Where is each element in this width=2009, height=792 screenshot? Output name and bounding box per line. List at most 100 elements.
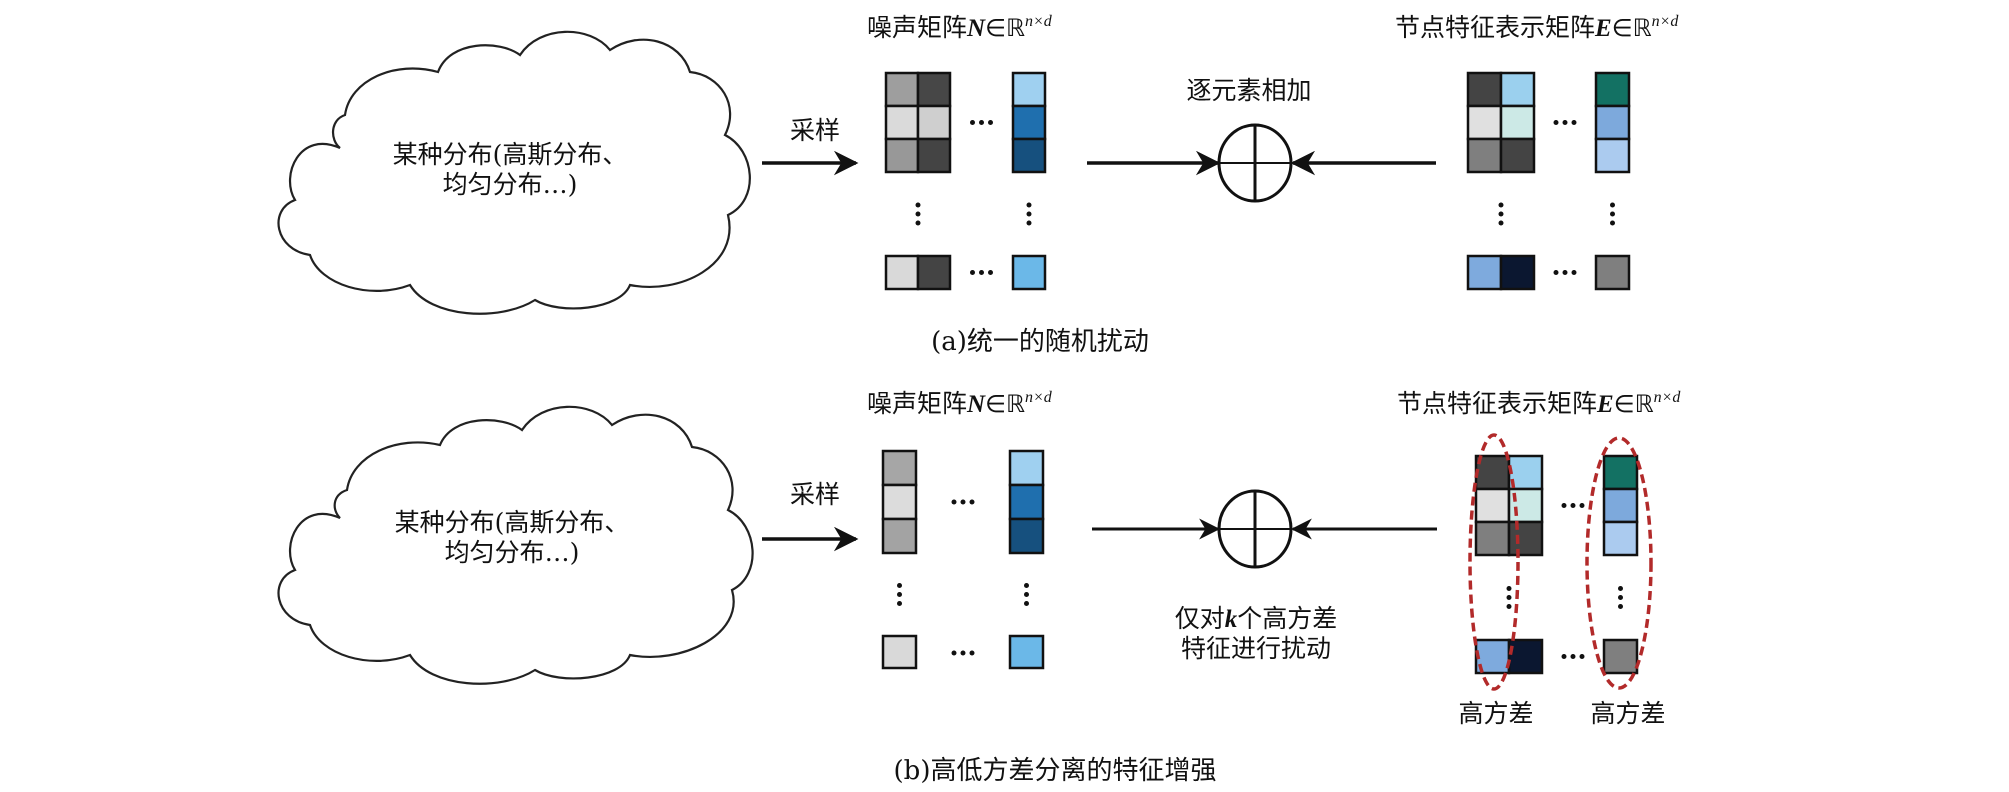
matrix-cell	[1594, 104, 1631, 141]
element-of-symbol: ∈	[985, 390, 1006, 418]
matrix-cell	[916, 137, 952, 174]
elementwise-add-icon-a	[1217, 123, 1293, 203]
noise-title-prefix: 噪声矩阵	[867, 13, 968, 42]
element-of-symbol: ∈	[1613, 390, 1635, 418]
feature-matrix-b	[1474, 454, 1639, 675]
matrix-cell	[1466, 137, 1503, 174]
matrix-cell	[1594, 71, 1631, 108]
selective-perturb-label: 仅对k个高方差 特征进行扰动	[1175, 604, 1338, 663]
element-of-symbol: ∈	[985, 14, 1006, 42]
noise-title-prefix: 噪声矩阵	[867, 389, 968, 418]
noise-symbol: N	[967, 15, 986, 42]
real-set-symbol: ℝ	[1005, 14, 1025, 42]
dimension-superscript: n×d	[1651, 13, 1679, 30]
feature-symbol: E	[1597, 391, 1614, 418]
selective-perturb-line1: 仅对k个高方差	[1175, 604, 1338, 634]
sample-label-a: 采样	[790, 116, 841, 145]
text-span: 仅对	[1174, 604, 1225, 633]
vertical-ellipsis-icon	[1498, 202, 1504, 226]
text-span: 个高方差	[1237, 604, 1338, 633]
panel-b	[277, 405, 1653, 691]
horizontal-ellipsis-icon	[1561, 654, 1585, 659]
matrix-cell	[884, 104, 920, 141]
real-set-symbol: ℝ	[1634, 390, 1654, 418]
matrix-cell	[1011, 71, 1047, 108]
dimension-superscript: n×d	[1653, 389, 1681, 406]
matrix-cell	[1008, 449, 1045, 487]
high-variance-highlight-1	[1468, 433, 1520, 691]
vertical-ellipsis-icon	[1506, 586, 1512, 609]
elementwise-add-label: 逐元素相加	[1186, 76, 1312, 105]
matrix-cell	[1499, 137, 1536, 174]
matrix-cell	[1466, 71, 1503, 108]
matrix-cell	[1499, 71, 1536, 108]
matrix-cell	[884, 71, 920, 108]
matrix-cell	[881, 634, 918, 670]
distribution-cloud-b	[277, 405, 754, 685]
matrix-cell	[1008, 634, 1045, 670]
noise-matrix-b	[881, 449, 1045, 670]
vertical-ellipsis-icon	[897, 583, 902, 606]
horizontal-ellipsis-icon	[1561, 503, 1585, 508]
matrix-cell	[881, 517, 918, 555]
horizontal-ellipsis-icon	[1553, 270, 1577, 275]
horizontal-ellipsis-icon	[1553, 120, 1577, 125]
selective-perturb-line2: 特征进行扰动	[1180, 634, 1331, 663]
caption-b: (b)高低方差分离的特征增强	[893, 756, 1217, 786]
matrix-cell	[916, 71, 952, 108]
feature-title-prefix: 节点特征表示矩阵	[1397, 389, 1598, 418]
matrix-cell	[1466, 104, 1503, 141]
horizontal-ellipsis-icon	[970, 270, 993, 275]
matrix-cell	[916, 254, 952, 291]
matrix-cell	[1602, 520, 1639, 557]
matrix-cell	[1602, 638, 1639, 675]
feature-matrix-title-b: 节点特征表示矩阵E∈ℝn×d	[1397, 384, 1680, 419]
matrix-cell	[1474, 454, 1511, 491]
matrix-cell	[884, 254, 920, 291]
feature-matrix-title-a: 节点特征表示矩阵E∈ℝn×d	[1395, 8, 1678, 43]
vertical-ellipsis-icon	[1618, 586, 1623, 609]
distribution-label-a: 某种分布(高斯分布、 均匀分布…)	[393, 140, 628, 200]
distribution-label-b: 某种分布(高斯分布、 均匀分布…)	[395, 508, 630, 568]
horizontal-ellipsis-icon	[970, 120, 993, 125]
noise-matrix-a	[884, 71, 1047, 291]
vertical-ellipsis-icon	[915, 202, 921, 226]
high-variance-label-2: 高方差	[1590, 699, 1666, 728]
matrix-cell	[1474, 487, 1511, 524]
matrix-cell	[881, 449, 918, 487]
matrix-cell	[1602, 454, 1639, 491]
horizontal-ellipsis-icon	[951, 650, 975, 656]
distribution-label-b-line1: 某种分布(高斯分布、	[394, 508, 630, 537]
matrix-cell	[1602, 487, 1639, 524]
matrix-cell	[916, 104, 952, 141]
matrix-cell	[1594, 137, 1631, 174]
matrix-cell	[884, 137, 920, 174]
matrix-cell	[1507, 520, 1544, 557]
distribution-label-a-line1: 某种分布(高斯分布、	[392, 140, 628, 169]
horizontal-ellipsis-icon	[951, 499, 975, 505]
dimension-superscript: n×d	[1025, 13, 1052, 30]
high-variance-highlight-2	[1585, 436, 1653, 690]
vertical-ellipsis-icon	[1026, 202, 1032, 226]
real-set-symbol: ℝ	[1005, 390, 1025, 418]
feature-matrix-a	[1466, 71, 1631, 291]
matrix-cell	[1011, 104, 1047, 141]
dimension-superscript: n×d	[1025, 389, 1052, 406]
matrix-cell	[1507, 638, 1544, 675]
noise-matrix-title-a: 噪声矩阵N∈ℝn×d	[867, 8, 1052, 43]
vertical-ellipsis-icon	[1610, 202, 1615, 226]
matrix-cell	[1499, 254, 1536, 291]
matrix-cell	[1499, 104, 1536, 141]
matrix-cell	[881, 483, 918, 521]
matrix-cell	[1011, 254, 1047, 291]
element-of-symbol: ∈	[1611, 14, 1633, 42]
high-variance-label-1: 高方差	[1458, 699, 1534, 728]
matrix-cell	[1011, 137, 1047, 174]
distribution-cloud-a	[277, 30, 751, 315]
matrix-cell	[1466, 254, 1503, 291]
distribution-label-b-line2: 均匀分布…)	[444, 538, 580, 567]
sample-label-b: 采样	[790, 480, 841, 509]
matrix-cell	[1008, 483, 1045, 521]
matrix-cell	[1008, 517, 1045, 555]
